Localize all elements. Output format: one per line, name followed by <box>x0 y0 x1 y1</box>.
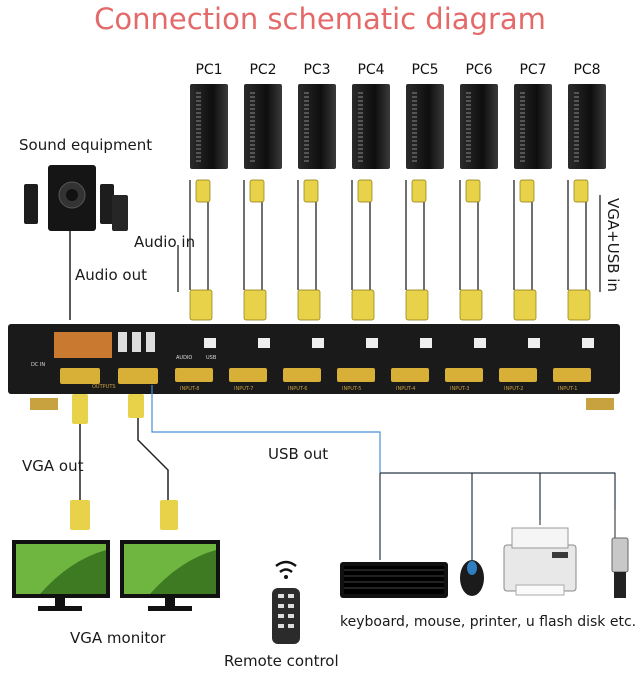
pc-label: PC5 <box>411 62 439 78</box>
audio-out-label: Audio out <box>75 266 147 284</box>
pc-cables <box>177 180 601 292</box>
pc-1: PC1 <box>184 62 234 172</box>
input-label: INPUT-3 <box>450 386 470 392</box>
pc-label: PC4 <box>357 62 385 78</box>
input-label: INPUT-5 <box>342 386 362 392</box>
pc-tower-icon <box>190 84 228 169</box>
pc-label: PC3 <box>303 62 331 78</box>
monitor-icon <box>120 540 220 611</box>
pc-label: PC8 <box>573 62 601 78</box>
diagram-title: Connection schematic diagram <box>94 2 546 36</box>
pc-2: PC2 <box>238 62 288 172</box>
port-audio-label: AUDIO <box>176 355 193 361</box>
peripherals-label: keyboard, mouse, printer, u flash disk e… <box>340 614 637 630</box>
port-usb-label: USB <box>206 355 217 361</box>
outputs-label: OUTPUTS <box>92 384 116 390</box>
input-label: INPUT-6 <box>288 386 308 392</box>
pc-tower-icon <box>406 84 444 169</box>
kvm-vga-ports <box>175 368 591 382</box>
audio-in-label: Audio in <box>134 233 196 251</box>
input-label: INPUT-7 <box>234 386 254 392</box>
pc-label: PC7 <box>519 62 547 78</box>
vga-plugs-bottom <box>189 289 591 321</box>
pc-tower-icon <box>298 84 336 169</box>
pc-tower-icon <box>352 84 390 169</box>
dc-in-label: DC IN <box>31 362 46 368</box>
pc-5: PC5 <box>400 62 450 172</box>
pc-4: PC4 <box>346 62 396 172</box>
pc-label: PC1 <box>195 62 223 78</box>
pc-tower-icon <box>568 84 606 169</box>
kvm-switch <box>8 324 620 410</box>
pc-tower-icon <box>460 84 498 169</box>
input-label: INPUT-8 <box>180 386 200 392</box>
vga-out-cables <box>79 395 169 500</box>
sound-equipment-label: Sound equipment <box>19 136 153 154</box>
vga-monitor-label: VGA monitor <box>70 629 166 647</box>
speaker-icon <box>24 165 128 231</box>
pc-7: PC7 <box>508 62 558 172</box>
pc-label: PC6 <box>465 62 493 78</box>
pc-tower-icon <box>514 84 552 169</box>
pc-8: PC8 <box>562 62 612 172</box>
vga-out-label: VGA out <box>22 457 84 475</box>
usb-out-label: USB out <box>268 445 329 463</box>
kvm-usb-ports <box>204 338 594 348</box>
monitor-icon <box>12 540 110 611</box>
pc-3: PC3 <box>292 62 342 172</box>
remote-control-label: Remote control <box>224 652 339 670</box>
vga-plugs-top <box>195 179 589 203</box>
input-label: INPUT-1 <box>558 386 578 392</box>
input-label: INPUT-2 <box>504 386 524 392</box>
pc-label: PC2 <box>249 62 277 78</box>
remote-control-icon <box>272 560 300 644</box>
input-label: INPUT-4 <box>396 386 416 392</box>
pc-6: PC6 <box>454 62 504 172</box>
usb-flash-disk-icon <box>611 537 629 598</box>
printer-icon <box>503 527 577 596</box>
keyboard-icon <box>340 562 448 598</box>
pc-tower-icon <box>244 84 282 169</box>
mouse-icon <box>460 560 484 596</box>
vga-usb-in-label: VGA+USB in <box>604 198 622 292</box>
